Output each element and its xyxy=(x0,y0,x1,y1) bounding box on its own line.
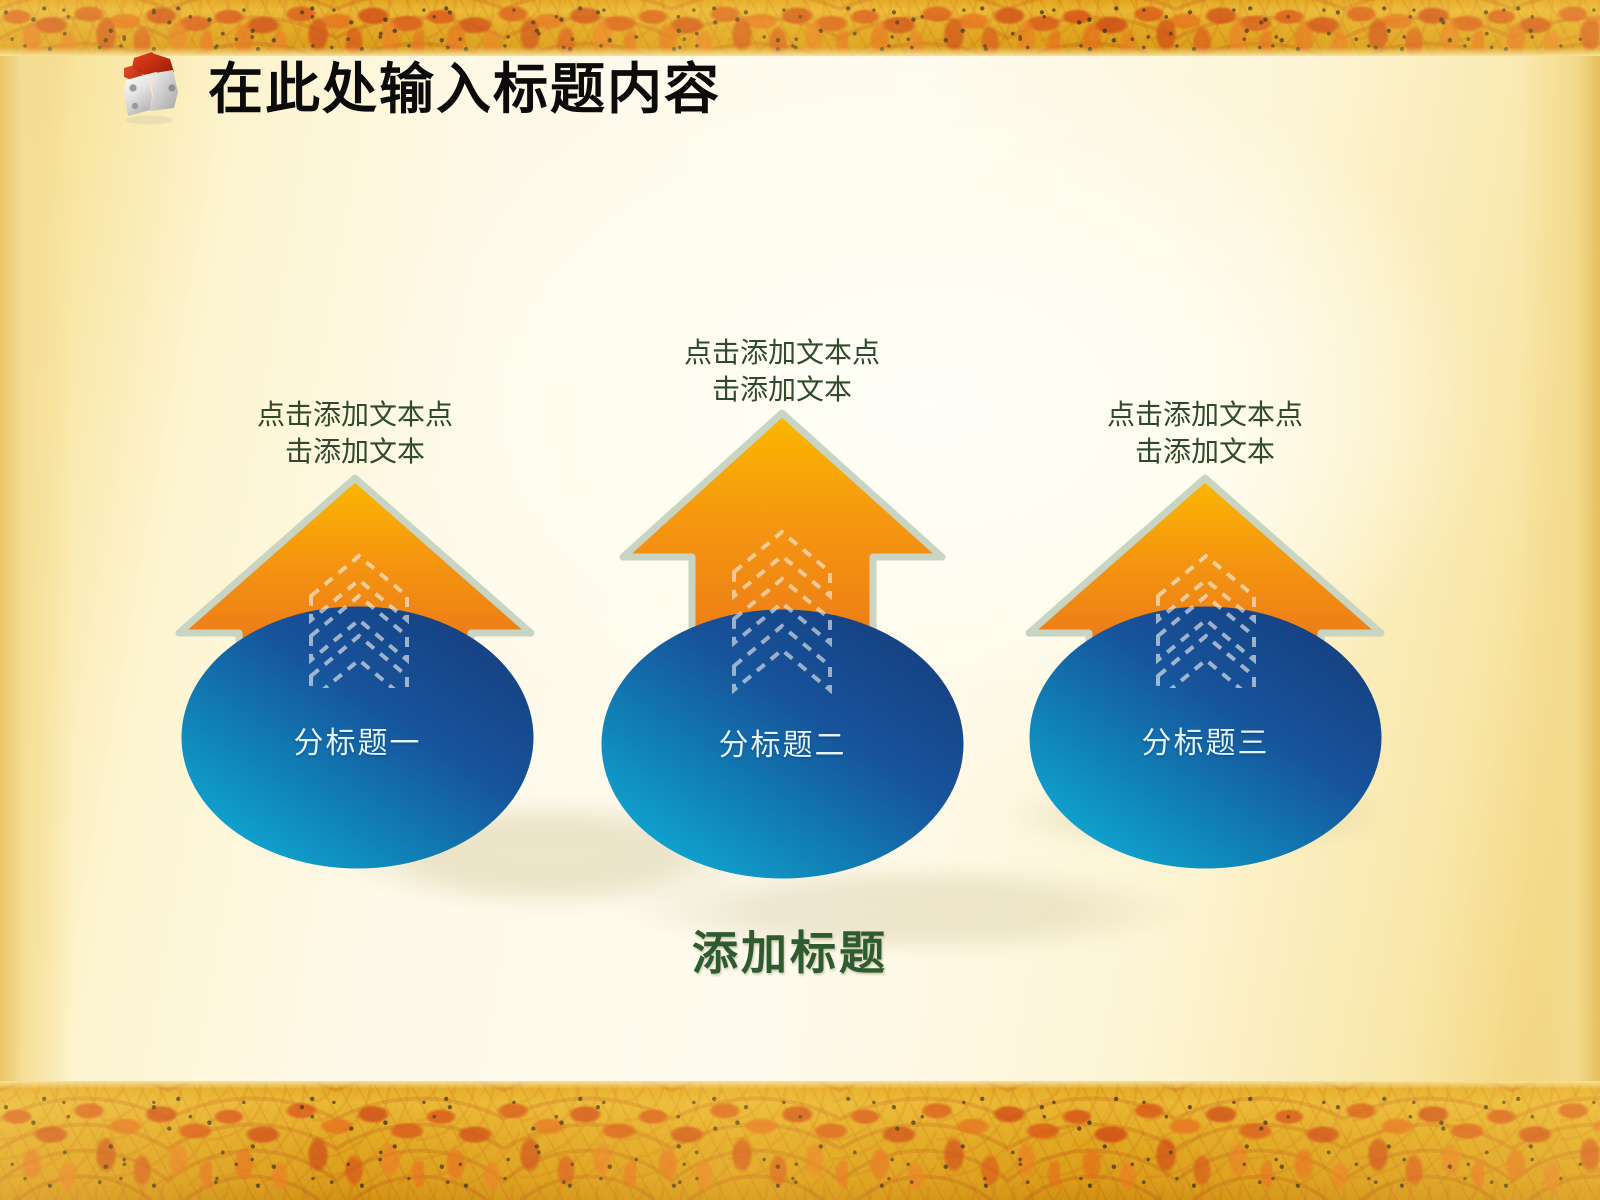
column-three-chevrons xyxy=(1156,553,1256,688)
bottom-section-title: 添加标题 xyxy=(692,926,888,980)
column-two-oval-label: 分标题二 xyxy=(718,728,847,763)
top-decorative-border xyxy=(0,0,1600,56)
column-one-oval-label: 分标题一 xyxy=(293,726,422,761)
column-three-caption: 点击添加文本点 击添加文本 xyxy=(1106,398,1303,469)
band-top-fade xyxy=(0,1081,1600,1089)
bottom-decorative-border xyxy=(0,1081,1600,1200)
puzzle-piece-icon xyxy=(124,52,178,125)
column-three-oval: 分标题三 xyxy=(1028,605,1383,870)
column-three-oval-label: 分标题三 xyxy=(1141,726,1270,761)
band-bottom-fade xyxy=(0,47,1600,56)
column-two-caption: 点击添加文本点 击添加文本 xyxy=(683,336,880,407)
band-sheen-overlay xyxy=(0,1081,1600,1200)
left-edge-shading xyxy=(0,56,74,1081)
column-two-chevrons xyxy=(732,529,832,694)
band-speckle-texture xyxy=(0,1081,1600,1200)
band-sheen-overlay xyxy=(0,0,1600,56)
right-edge-shading xyxy=(1518,56,1600,1081)
column-one-chevrons xyxy=(309,553,409,688)
page-title: 在此处输入标题内容 xyxy=(208,57,722,121)
column-two-oval: 分标题二 xyxy=(600,608,965,880)
column-one-oval: 分标题一 xyxy=(180,605,535,870)
band-speckle-texture xyxy=(0,0,1600,56)
column-one-caption: 点击添加文本点 击添加文本 xyxy=(256,398,453,469)
